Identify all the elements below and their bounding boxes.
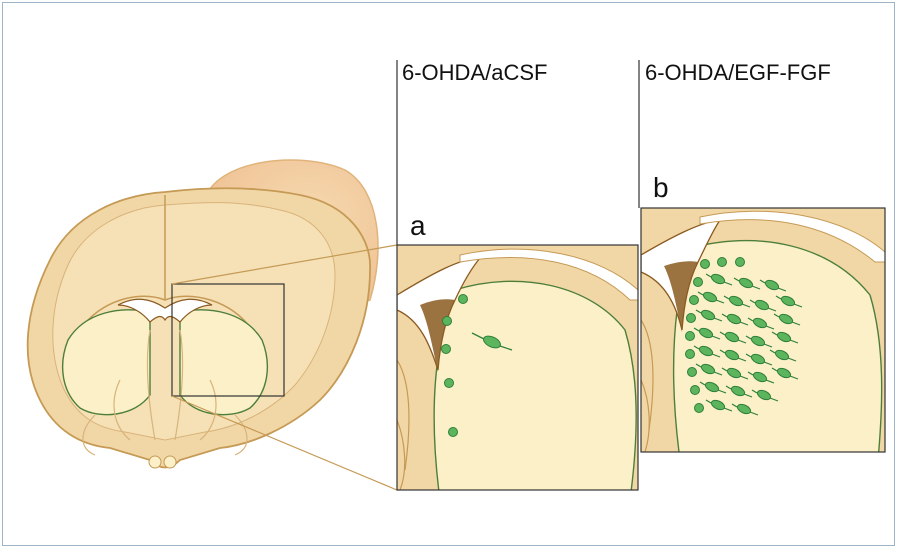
cell-dot bbox=[695, 404, 704, 413]
cell-dot bbox=[686, 350, 695, 359]
cell-dot bbox=[686, 332, 695, 341]
cell-dot bbox=[694, 278, 703, 287]
cell-dot bbox=[736, 258, 745, 267]
cell-dot bbox=[449, 428, 458, 437]
panel-b-label: b bbox=[653, 172, 669, 204]
cell-dot bbox=[701, 260, 710, 269]
cell-dot bbox=[443, 317, 452, 326]
panel-a-image bbox=[397, 245, 638, 500]
cell-dot bbox=[690, 296, 699, 305]
condition-b-label: 6-OHDA/EGF-FGF bbox=[645, 60, 831, 86]
cell-dot bbox=[688, 368, 697, 377]
condition-a-label: 6-OHDA/aCSF bbox=[402, 60, 547, 86]
cell-dot bbox=[459, 295, 468, 304]
cell-dot bbox=[445, 379, 454, 388]
panel-a-label: a bbox=[410, 210, 426, 242]
cell-dot bbox=[442, 345, 451, 354]
cell-dot bbox=[718, 258, 727, 267]
cell-dot bbox=[691, 386, 700, 395]
brain-section-icon bbox=[28, 160, 378, 468]
panel-b-image bbox=[641, 208, 885, 460]
cell-dot bbox=[687, 314, 696, 323]
